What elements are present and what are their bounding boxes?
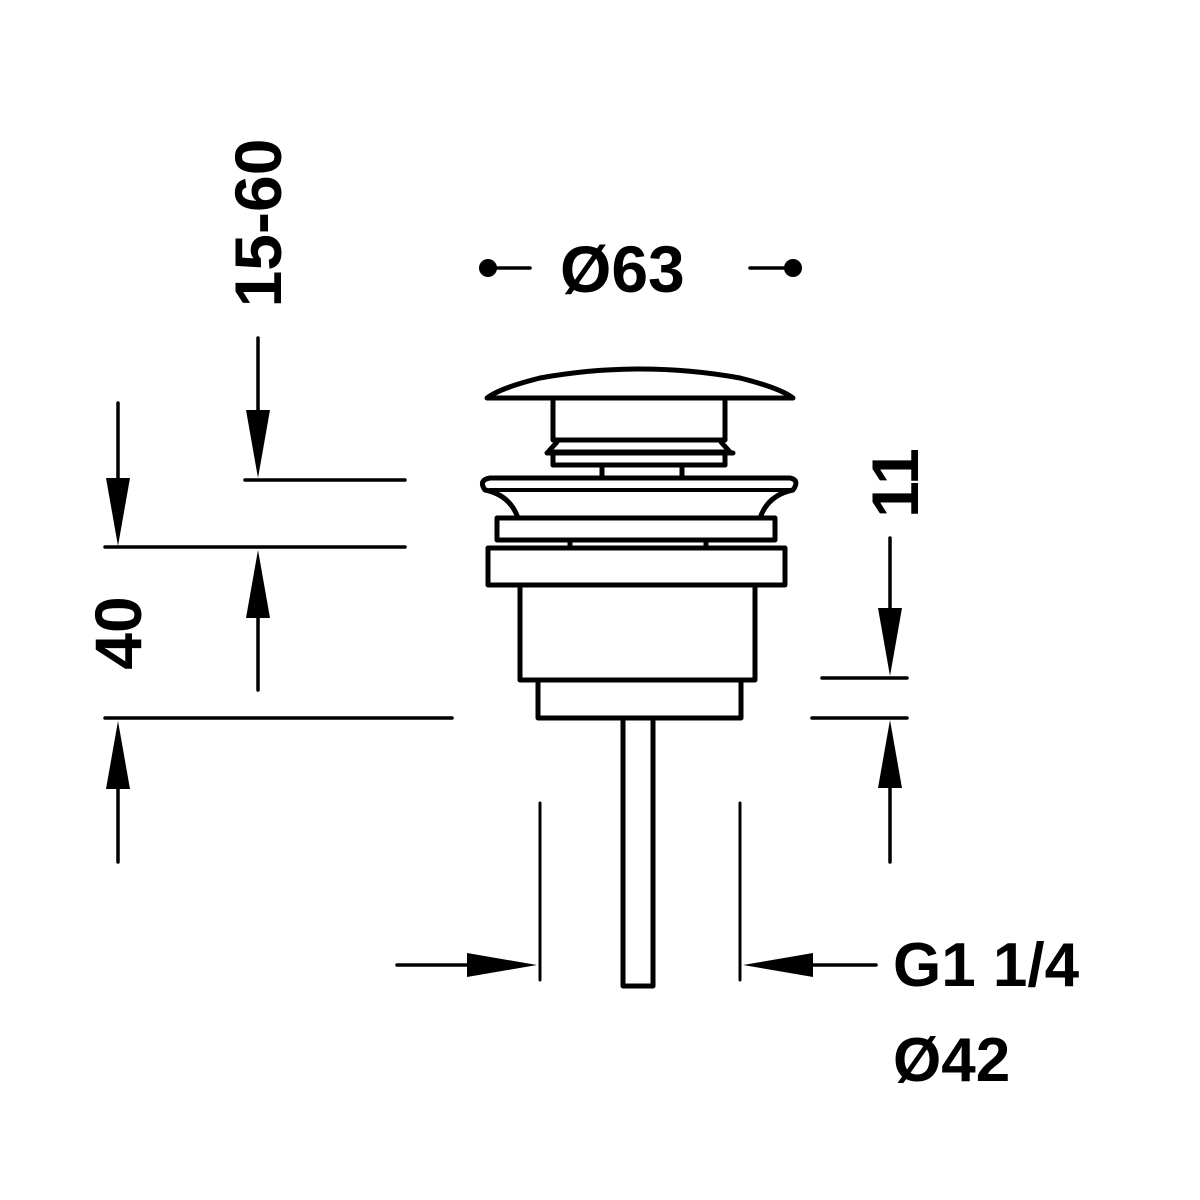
body [517,582,758,683]
dimension-lines [103,259,909,982]
flange [479,475,799,521]
dim-label-thread: G1 1/4 [893,931,1080,1000]
dim-label-offset-11: 11 [858,448,932,518]
dim-label-diameter-42: Ø42 [893,1026,1011,1095]
cap-dome [484,366,796,401]
lower-body [535,677,744,721]
thread-rod [620,715,656,989]
cap-neck [550,397,728,443]
nut-ring [485,545,788,588]
valve-outline [479,366,799,989]
dim-label-diameter-63: Ø63 [560,232,685,306]
seal-ring [494,515,778,543]
dim-label-range-15-60: 15-60 [221,138,295,308]
dim-label-height-40: 40 [81,596,155,670]
